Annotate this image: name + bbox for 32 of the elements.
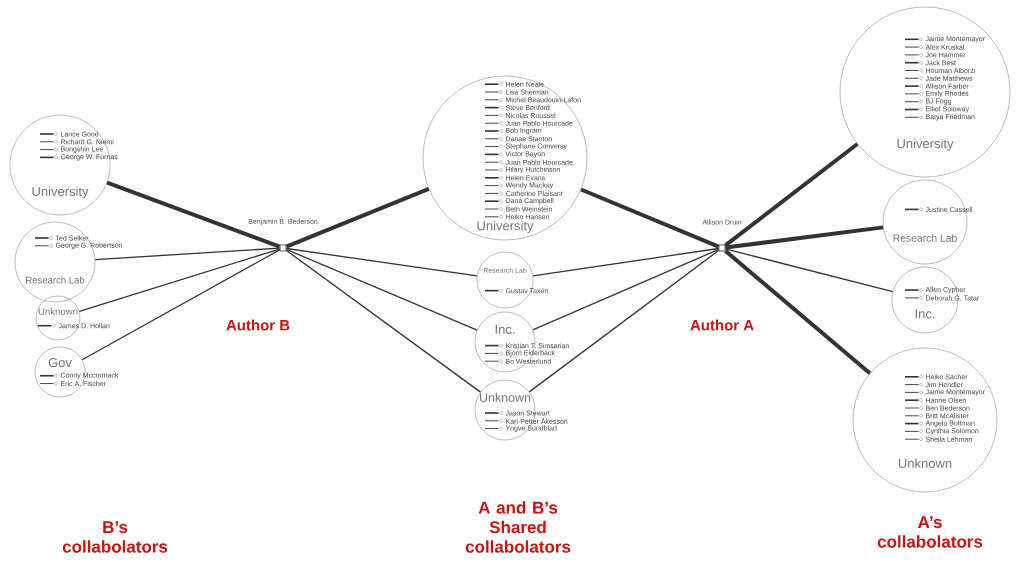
connector-line <box>532 248 720 331</box>
connector-line <box>724 248 894 293</box>
category-label: Inc. <box>495 324 515 334</box>
annotation-label: A and B’s Shared collabolators <box>465 501 571 553</box>
connector-line <box>725 225 884 250</box>
category-label: University <box>897 138 954 151</box>
category-label: University <box>477 220 534 233</box>
connector-line <box>285 248 478 331</box>
connector-line <box>94 247 281 261</box>
annotation-label: A’s collabolators <box>877 516 983 548</box>
category-label: Research Lab <box>893 234 957 242</box>
connector-line <box>285 187 430 249</box>
category-label: Inc. <box>915 309 935 319</box>
connector-line <box>532 247 720 277</box>
connector-line <box>528 249 720 393</box>
annotation-label: B’s collabolators <box>62 521 168 553</box>
category-label: Unknown <box>898 458 952 468</box>
category-label: University <box>32 186 89 199</box>
connector-line <box>285 247 478 277</box>
annotation-label: Author A <box>690 319 754 331</box>
connector-line <box>81 249 281 361</box>
category-label: Unknown <box>480 392 531 402</box>
connector-line <box>724 142 859 247</box>
category-label: Unknown <box>38 307 78 315</box>
category-label: Research Lab <box>26 276 85 284</box>
connector-line <box>580 187 720 249</box>
annotation-label: Author B <box>226 319 290 331</box>
connector-line <box>78 248 281 312</box>
connector-line <box>106 180 281 249</box>
connector-line <box>285 249 482 393</box>
category-label: Gov <box>48 357 72 368</box>
connector-line <box>724 249 872 375</box>
